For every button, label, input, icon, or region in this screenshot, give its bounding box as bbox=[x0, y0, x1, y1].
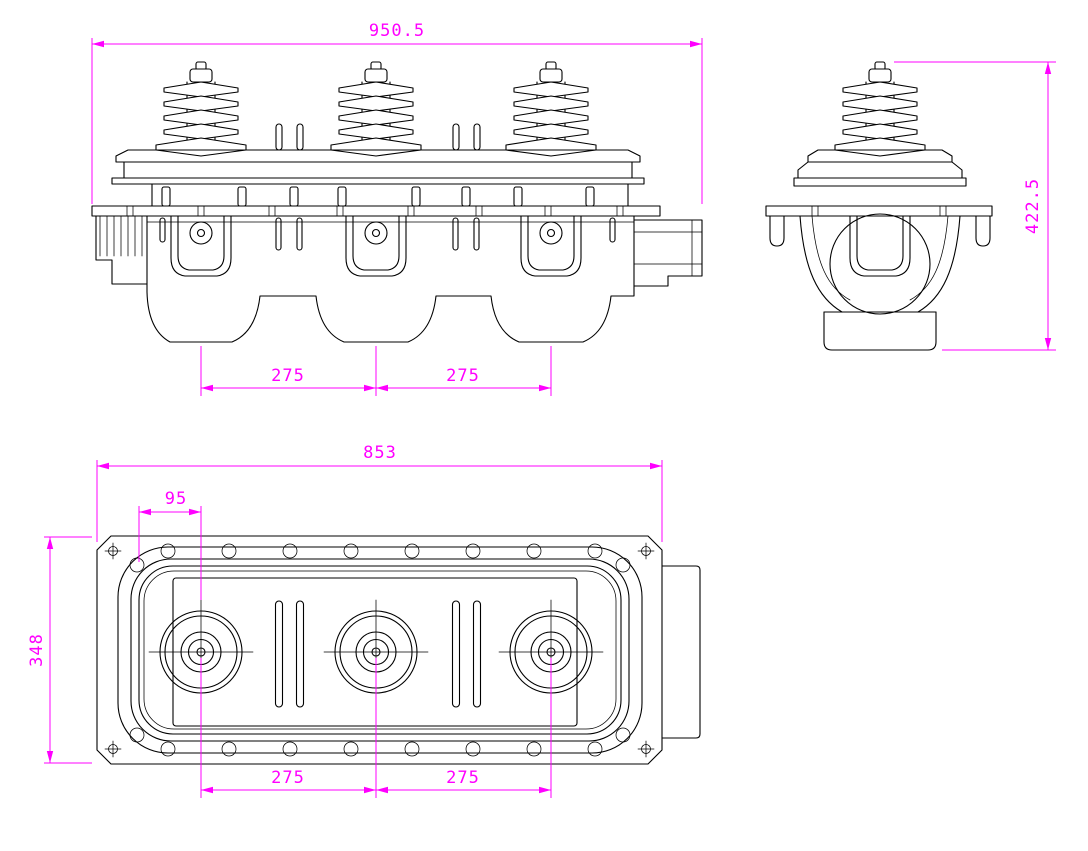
dim-text-overall-depth: 348 bbox=[27, 633, 47, 667]
dim-text-edge-to-center: 95 bbox=[165, 489, 187, 509]
flange-band bbox=[765, 205, 993, 247]
plan-view bbox=[96, 535, 701, 765]
dim-text-overall-length: 853 bbox=[363, 443, 397, 463]
dim-plan-edge-to-center: 95 bbox=[138, 489, 202, 600]
bushing-insulator bbox=[505, 61, 597, 157]
rib bbox=[473, 217, 480, 251]
terminal-pocket bbox=[170, 215, 232, 277]
dim-plan-overall-depth: 348 bbox=[27, 536, 92, 764]
rib bbox=[609, 217, 616, 243]
dim-text-pitch-right: 275 bbox=[446, 366, 480, 386]
terminal-pocket bbox=[345, 215, 407, 277]
flange-band bbox=[91, 183, 661, 217]
bushing-insulator bbox=[155, 61, 247, 157]
gasket-line bbox=[130, 558, 630, 742]
dim-front-overall-width: 950.5 bbox=[91, 21, 703, 204]
terminal-pocket bbox=[520, 215, 582, 277]
corner-mount-holes bbox=[104, 542, 655, 758]
gasket-line bbox=[143, 570, 617, 730]
lid-pin bbox=[275, 123, 283, 151]
gasket-line bbox=[138, 565, 622, 735]
dim-text-pitch-left: 275 bbox=[271, 768, 305, 788]
tank-outline bbox=[96, 535, 663, 765]
flange-edge bbox=[117, 546, 643, 754]
flange-bolts bbox=[129, 543, 631, 757]
rib bbox=[275, 217, 282, 251]
bushing-insulator bbox=[330, 61, 422, 157]
lid-pin bbox=[296, 123, 304, 151]
dim-text-pitch-left: 275 bbox=[271, 366, 305, 386]
tank-dome bbox=[799, 213, 961, 351]
dim-front-pitch: 275 275 bbox=[200, 346, 552, 396]
dim-text-pitch-right: 275 bbox=[446, 768, 480, 788]
rib bbox=[159, 217, 166, 243]
dim-plan-pitch: 275 275 bbox=[200, 658, 552, 798]
side-extension bbox=[661, 565, 701, 739]
lid-pin bbox=[452, 123, 460, 151]
lid-cover bbox=[793, 149, 967, 187]
lid-cover bbox=[111, 123, 645, 185]
rib-slot bbox=[451, 600, 461, 708]
dim-text-overall-width: 950.5 bbox=[369, 21, 425, 41]
left-bracket bbox=[95, 215, 148, 285]
dim-plan-overall-length: 853 bbox=[96, 443, 663, 542]
tank-body bbox=[146, 215, 635, 343]
lid-pin bbox=[473, 123, 481, 151]
rib bbox=[452, 217, 459, 251]
dim-side-overall-height: 422.5 bbox=[894, 61, 1056, 351]
rib bbox=[296, 217, 303, 251]
dimensions: 950.5 422.5 275 275 853 95 348 bbox=[27, 21, 1056, 798]
rib-slot bbox=[274, 600, 284, 708]
dim-text-overall-height: 422.5 bbox=[1023, 178, 1043, 234]
front-view bbox=[91, 61, 703, 343]
rib-slot bbox=[472, 600, 482, 708]
bushing-insulator bbox=[834, 61, 926, 157]
side-view bbox=[765, 61, 993, 351]
right-bracket bbox=[633, 219, 703, 287]
rib-slot bbox=[295, 600, 305, 708]
